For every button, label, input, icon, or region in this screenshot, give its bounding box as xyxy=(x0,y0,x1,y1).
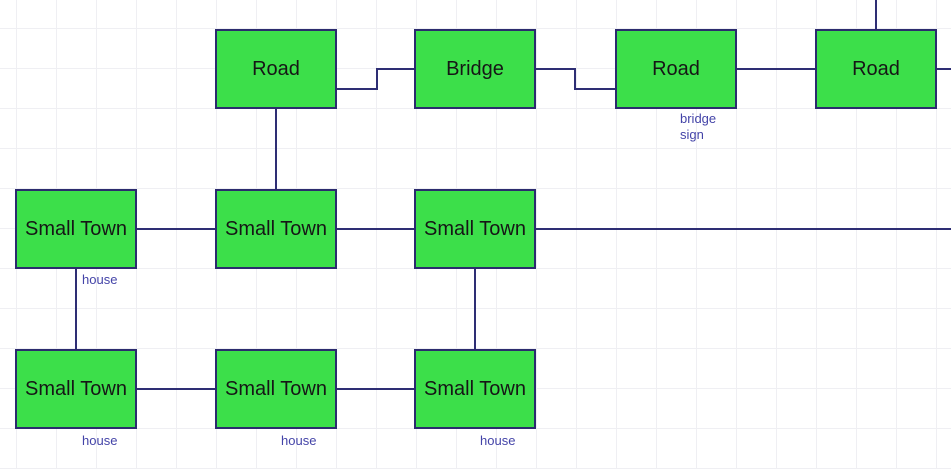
label-line: house xyxy=(82,433,118,448)
edge-road1-bridge[interactable] xyxy=(337,68,414,90)
node-label: Small Town xyxy=(225,217,327,240)
node-road-2[interactable]: Road xyxy=(615,29,737,109)
label-line: house xyxy=(281,433,317,448)
label-line: house xyxy=(480,433,516,448)
node-road-3[interactable]: Road xyxy=(815,29,937,109)
node-small-town-4[interactable]: Small Town xyxy=(15,349,137,429)
node-bridge-1[interactable]: Bridge xyxy=(414,29,536,109)
node-road-1[interactable]: Road xyxy=(215,29,337,109)
node-label: Small Town xyxy=(25,377,127,400)
node-small-town-1[interactable]: Small Town xyxy=(15,189,137,269)
node-label: Small Town xyxy=(424,217,526,240)
node-label: Small Town xyxy=(424,377,526,400)
node-label: Small Town xyxy=(225,377,327,400)
node-label: Road xyxy=(852,57,900,80)
house-label-1[interactable]: house xyxy=(82,272,117,288)
label-line: bridge xyxy=(680,111,717,126)
edge-bridge-road2[interactable] xyxy=(536,68,615,90)
house-label-4[interactable]: house xyxy=(480,433,515,449)
house-label-3[interactable]: house xyxy=(281,433,316,449)
node-label: Road xyxy=(252,57,300,80)
node-label: Bridge xyxy=(446,57,504,80)
node-small-town-5[interactable]: Small Town xyxy=(215,349,337,429)
node-label: Road xyxy=(652,57,700,80)
node-small-town-6[interactable]: Small Town xyxy=(414,349,536,429)
node-small-town-2[interactable]: Small Town xyxy=(215,189,337,269)
node-label: Small Town xyxy=(25,217,127,240)
node-small-town-3[interactable]: Small Town xyxy=(414,189,536,269)
label-line: sign xyxy=(680,127,704,142)
house-label-2[interactable]: house xyxy=(82,433,117,449)
label-line: house xyxy=(82,272,118,287)
